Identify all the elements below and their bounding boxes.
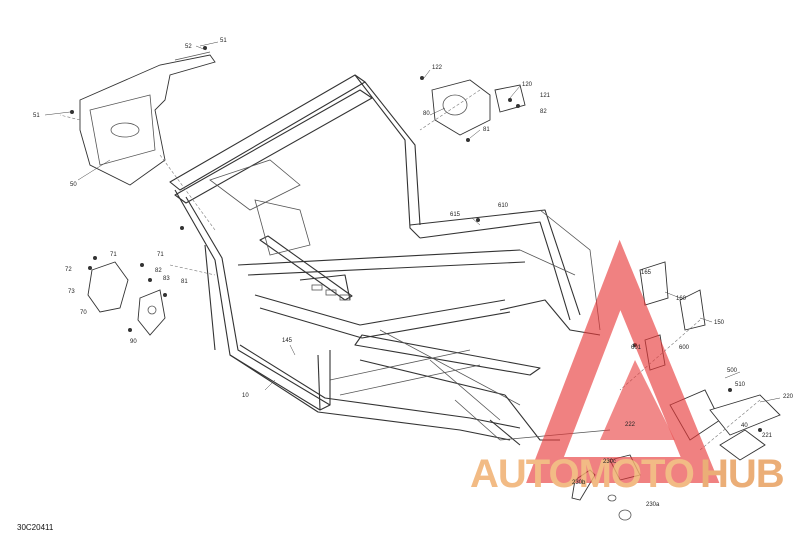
- main-frame: [169, 74, 611, 446]
- watermark: AUTOMOTO HUB: [470, 239, 785, 496]
- callout-40: 40: [741, 423, 748, 429]
- callout-81a: 81: [483, 127, 490, 133]
- callout-51b: 51: [33, 113, 40, 119]
- callout-73: 73: [68, 289, 75, 295]
- callout-222: 222: [625, 422, 636, 428]
- callout-150: 150: [714, 320, 725, 326]
- callout-230c: 230c: [603, 459, 616, 465]
- callout-82a: 82: [540, 109, 547, 115]
- callout-121: 121: [540, 93, 551, 99]
- callout-70: 70: [80, 310, 87, 316]
- callout-165: 165: [641, 270, 652, 276]
- callout-90: 90: [130, 339, 137, 345]
- callout-510: 510: [735, 382, 746, 388]
- callout-601: 601: [631, 345, 642, 351]
- callout-52: 52: [185, 44, 192, 50]
- callout-230b: 230b: [572, 480, 586, 486]
- upper-bracket-assembly: [79, 51, 216, 186]
- callout-83: 83: [163, 276, 170, 282]
- callout-80: 80: [423, 111, 430, 117]
- callout-labels: 51 52 51 50 122 120 121 82 80 81 610 615…: [33, 38, 794, 508]
- side-brackets: [87, 261, 166, 336]
- callout-50: 50: [70, 182, 77, 188]
- callout-82b: 82: [155, 268, 162, 274]
- callout-145: 145: [282, 338, 293, 344]
- callout-221: 221: [762, 433, 773, 439]
- callout-81b: 81: [181, 279, 188, 285]
- watermark-text-primary: AUTOMOTO: [470, 452, 694, 496]
- watermark-triangle-inner: [600, 360, 675, 440]
- callout-10: 10: [242, 393, 249, 399]
- watermark-text-secondary: HUB: [700, 452, 784, 496]
- watermark-triangle-outer: [526, 239, 720, 483]
- callout-120: 120: [522, 82, 533, 88]
- callout-122: 122: [432, 65, 443, 71]
- callout-51a: 51: [220, 38, 227, 44]
- callout-220: 220: [783, 394, 794, 400]
- callout-500: 500: [727, 368, 738, 374]
- callout-71a: 71: [110, 252, 117, 258]
- callout-610: 610: [498, 203, 509, 209]
- leader-lines: [44, 41, 781, 403]
- engine-mount-assembly: [431, 79, 526, 136]
- callout-160: 160: [676, 296, 687, 302]
- callout-615: 615: [450, 212, 461, 218]
- callout-600: 600: [679, 345, 690, 351]
- callout-71b: 71: [157, 252, 164, 258]
- assembly-lines: [59, 89, 761, 451]
- callout-230a: 230a: [646, 502, 660, 508]
- diagram-code: 30C20411: [17, 523, 54, 532]
- callout-72: 72: [65, 267, 72, 273]
